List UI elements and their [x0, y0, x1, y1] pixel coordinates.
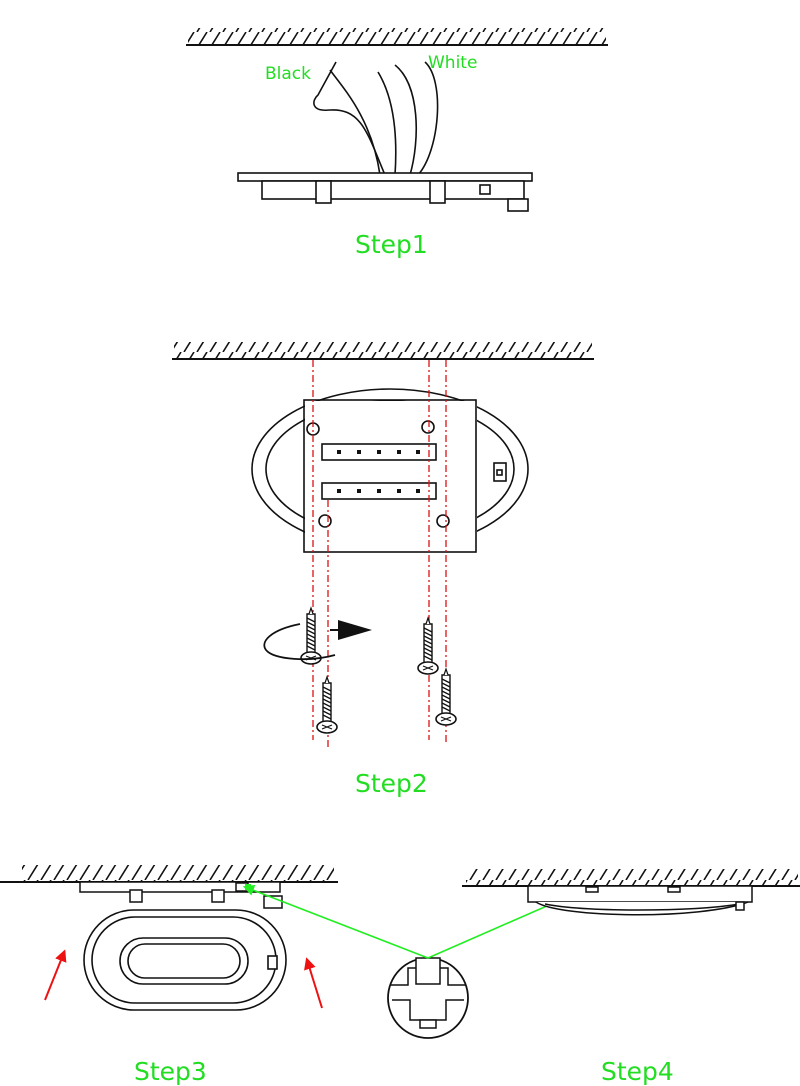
ceiling-step1: [186, 28, 608, 46]
wire-label-white: White: [428, 53, 477, 73]
step2-illustration: Step2: [172, 342, 594, 798]
wires: [313, 61, 439, 176]
step2-label: Step2: [355, 769, 428, 798]
step3-illustration: Step3: [0, 865, 338, 1086]
mount-plate-side: [237, 172, 533, 212]
step3-label: Step3: [134, 1057, 207, 1086]
installed-fixture-side: [527, 885, 753, 916]
mount-plate-step3: [79, 881, 283, 909]
step1-illustration: Black White Step1: [186, 28, 608, 259]
ceiling-step3: [0, 865, 338, 883]
step4-illustration: Step4: [462, 869, 800, 1086]
ceiling-step4: [462, 869, 800, 887]
wire-label-black: Black: [265, 64, 311, 84]
base-plate-top: [251, 388, 529, 553]
clip-detail-magnifier: [242, 885, 584, 1039]
light-fixture-oval: [83, 909, 287, 1011]
ceiling-step2: [172, 342, 594, 360]
step4-label: Step4: [601, 1057, 674, 1086]
red-push-arrows: [44, 949, 323, 1009]
step1-label: Step1: [355, 230, 428, 259]
rotation-arrow: [263, 620, 372, 660]
screws: [300, 607, 457, 734]
